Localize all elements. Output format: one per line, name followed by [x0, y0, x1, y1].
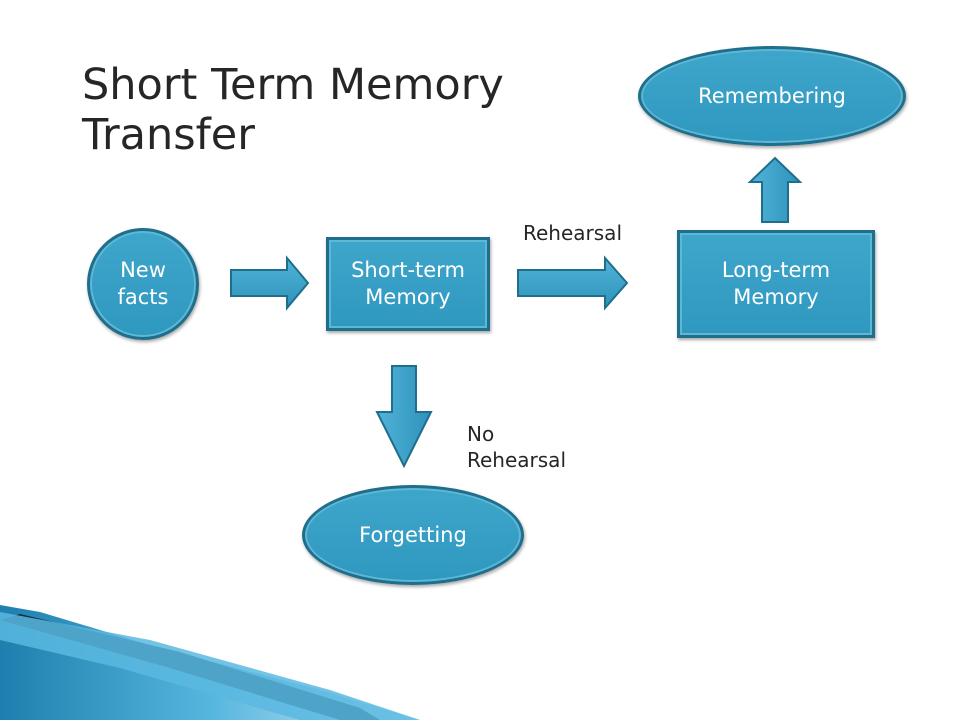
edge-label-rehearsal: Rehearsal — [523, 221, 622, 245]
arrow-short-to-forgetting — [375, 365, 433, 469]
node-forgetting: Forgetting — [302, 485, 524, 585]
node-short-term-line-1: Short-term — [351, 258, 465, 282]
node-long-term-memory: Long-term Memory — [677, 230, 875, 338]
decorative-band-highlight — [0, 612, 420, 720]
title-line-1: Short Term Memory — [82, 60, 504, 110]
node-new-facts: New facts — [87, 228, 199, 340]
node-long-term-line-1: Long-term — [721, 258, 831, 282]
node-forgetting-label: Forgetting — [359, 522, 467, 547]
node-remembering: Remembering — [638, 46, 906, 146]
node-new-facts-line-1: New — [120, 258, 166, 282]
edge-label-no-rehearsal: No Rehearsal — [467, 421, 566, 473]
arrow-short-to-long — [517, 255, 629, 311]
title-line-2: Transfer — [82, 110, 255, 160]
slide-title: Short Term Memory Transfer — [82, 60, 602, 160]
edge-label-no-rehearsal-line-1: No — [467, 422, 495, 446]
node-remembering-label: Remembering — [698, 83, 846, 108]
node-new-facts-line-2: facts — [117, 285, 169, 309]
node-long-term-line-2: Memory — [733, 285, 819, 309]
arrow-new-to-short — [230, 255, 310, 311]
edge-label-no-rehearsal-line-2: Rehearsal — [467, 448, 566, 472]
node-short-term-line-2: Memory — [365, 285, 451, 309]
node-short-term-memory: Short-term Memory — [326, 237, 490, 331]
arrow-long-to-remembering — [747, 156, 803, 223]
